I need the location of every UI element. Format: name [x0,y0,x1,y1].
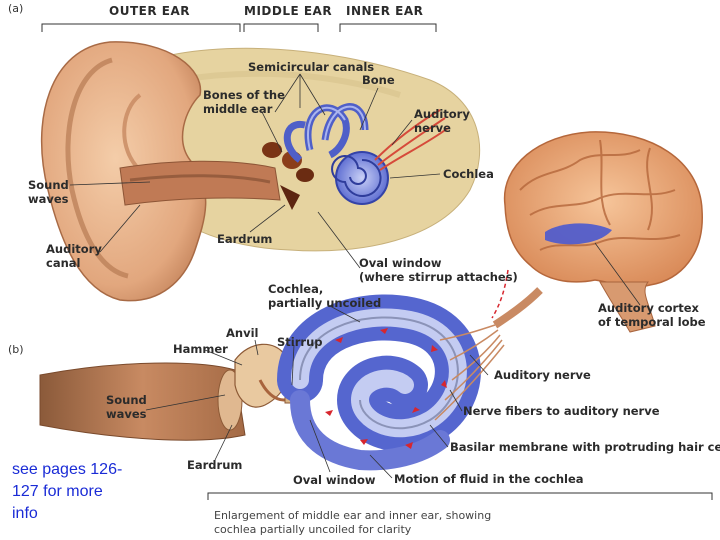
label-semicircular-canals: Semicircular canals [248,60,375,74]
label-eardrum-b: Eardrum [187,458,243,472]
figure-caption: Enlargement of middle ear and inner ear,… [214,509,492,536]
label-cochlea-uncoiled: Cochlea, partially uncoiled [268,282,382,310]
panel-label-b: (b) [8,343,24,356]
label-anvil: Anvil [226,326,259,340]
label-basilar-membrane: Basilar membrane with protruding hair ce… [450,440,720,454]
label-sound-waves-a: Sound waves [28,178,69,206]
brainstem [599,281,656,333]
label-oval-window-a: Oval window (where stirrup attaches) [359,256,518,284]
label-motion-fluid: Motion of fluid in the cochlea [394,472,584,486]
nerve-fibers-b [434,324,505,421]
temporal-bone [149,47,481,252]
label-auditory-nerve-b: Auditory nerve [494,368,591,382]
label-cochlea-a: Cochlea [443,167,494,181]
label-auditory-canal: Auditory canal [46,242,102,270]
see-pages-note: see pages 126- 127 for more info [12,461,123,522]
label-auditory-nerve-a: Auditory nerve [414,107,470,135]
header-middle-ear: MIDDLE EAR [244,4,333,18]
panel-label-a: (a) [8,2,24,15]
auditory-cortex-region [545,223,612,245]
label-hammer: Hammer [173,342,228,356]
label-sound-waves-b: Sound waves [106,393,147,421]
label-stirrup: Stirrup [277,335,323,349]
label-oval-window-b: Oval window [293,473,376,487]
label-nerve-fibers: Nerve fibers to auditory nerve [463,404,660,418]
section-brackets [41,23,437,32]
cochlea-a [331,151,389,205]
cochlea-uncoiled [277,294,481,471]
label-eardrum-a: Eardrum [217,232,273,246]
label-bone: Bone [362,73,395,87]
brain [503,131,703,333]
header-inner-ear: INNER EAR [346,4,424,18]
caption-bracket [207,492,713,500]
label-bones-middle-ear: Bones of the middle ear [203,88,285,116]
label-auditory-cortex: Auditory cortex of temporal lobe [598,301,706,329]
header-outer-ear: OUTER EAR [109,4,190,18]
auditory-nerve-a [374,109,449,171]
auditory-canal [119,160,281,206]
